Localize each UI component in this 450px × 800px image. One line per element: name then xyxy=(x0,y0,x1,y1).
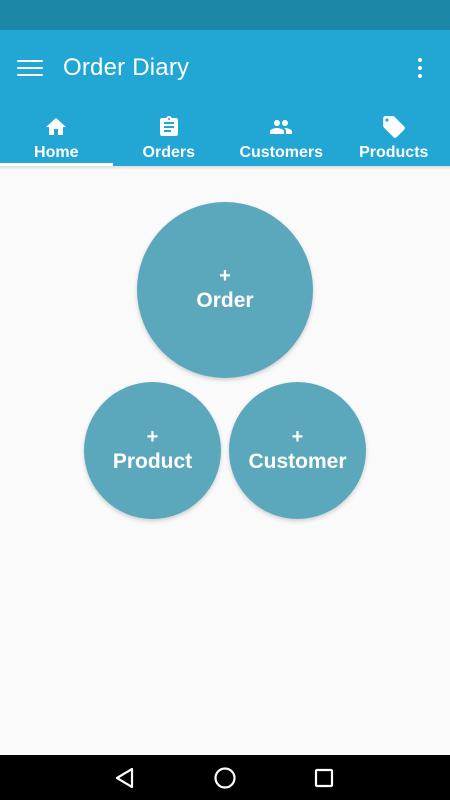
clipboard-icon xyxy=(156,114,182,140)
add-product-button[interactable]: + Product xyxy=(84,382,221,519)
more-vertical-icon[interactable] xyxy=(408,54,432,82)
add-customer-label: Customer xyxy=(248,449,347,473)
tab-products[interactable]: Products xyxy=(338,106,450,166)
add-order-label: Order xyxy=(196,289,254,312)
tab-bar-shadow xyxy=(0,166,450,170)
tab-orders[interactable]: Orders xyxy=(113,106,226,166)
system-navigation-bar xyxy=(0,755,450,800)
add-order-button[interactable]: + Order xyxy=(137,202,313,378)
hamburger-menu-icon[interactable] xyxy=(14,52,46,84)
tag-icon xyxy=(381,114,407,140)
tab-home[interactable]: Home xyxy=(0,106,113,166)
plus-icon: + xyxy=(291,425,304,448)
tab-bar: Home Orders Customers Products xyxy=(0,106,450,166)
tab-products-label: Products xyxy=(359,144,429,161)
tab-selected-indicator xyxy=(0,163,113,166)
app-bar: Order Diary xyxy=(0,30,450,106)
tab-orders-label: Orders xyxy=(142,144,195,161)
add-product-label: Product xyxy=(112,449,193,473)
home-icon xyxy=(43,114,69,140)
people-icon xyxy=(268,114,294,140)
status-bar xyxy=(0,0,450,30)
tab-home-label: Home xyxy=(34,144,79,161)
plus-icon: + xyxy=(146,425,159,448)
back-triangle-icon[interactable] xyxy=(111,765,137,791)
app-title: Order Diary xyxy=(63,54,190,81)
home-circle-icon[interactable] xyxy=(212,765,238,791)
tab-customers[interactable]: Customers xyxy=(225,106,338,166)
plus-icon: + xyxy=(219,265,231,287)
recents-square-icon[interactable] xyxy=(311,765,337,791)
add-customer-button[interactable]: + Customer xyxy=(229,382,366,519)
tab-customers-label: Customers xyxy=(239,144,324,161)
